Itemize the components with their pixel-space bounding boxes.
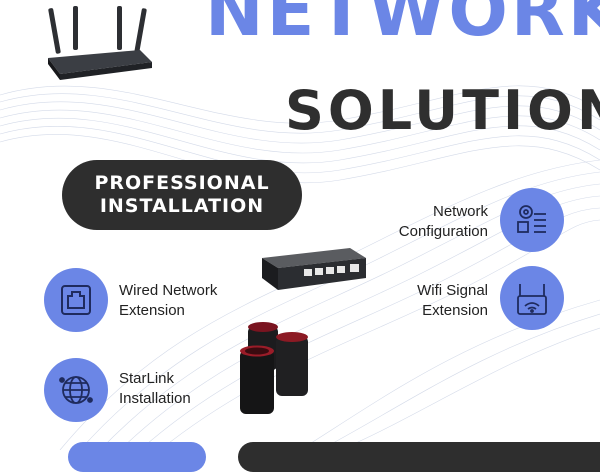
service-wired-network-label: Wired Network Extension — [119, 281, 249, 321]
service-wifi-signal-label: Wifi Signal Extension — [370, 281, 488, 321]
globe-network-icon — [44, 358, 108, 422]
service-line2: Configuration — [398, 223, 488, 240]
service-line1: StarLink — [119, 370, 175, 387]
professional-installation-badge: PROFESSIONAL INSTALLATION — [62, 160, 302, 230]
service-line1: Wifi Signal — [417, 282, 488, 299]
service-line2: Installation — [119, 390, 191, 407]
bottom-accent-shape — [68, 442, 206, 472]
bottom-dark-shape — [238, 442, 600, 472]
wifi-extender-icon — [500, 266, 564, 330]
service-starlink-label: StarLink Installation — [119, 369, 249, 409]
headline-network: NETWORK — [205, 0, 600, 52]
network-switch-image — [262, 248, 366, 290]
service-line1: Network — [432, 203, 488, 220]
mesh-wifi-units-image — [240, 322, 308, 414]
service-line2: Extension — [119, 302, 185, 319]
badge-line1: PROFESSIONAL — [94, 172, 270, 194]
network-config-icon — [500, 188, 564, 252]
service-line2: Extension — [422, 302, 488, 319]
headline-solution: SOLUTION — [285, 79, 600, 142]
wifi-router-image — [48, 6, 152, 80]
ethernet-port-icon — [44, 268, 108, 332]
badge-line2: INSTALLATION — [99, 195, 265, 217]
service-network-configuration-label: Network Configuration — [360, 202, 488, 242]
service-line1: Wired Network — [119, 282, 218, 299]
